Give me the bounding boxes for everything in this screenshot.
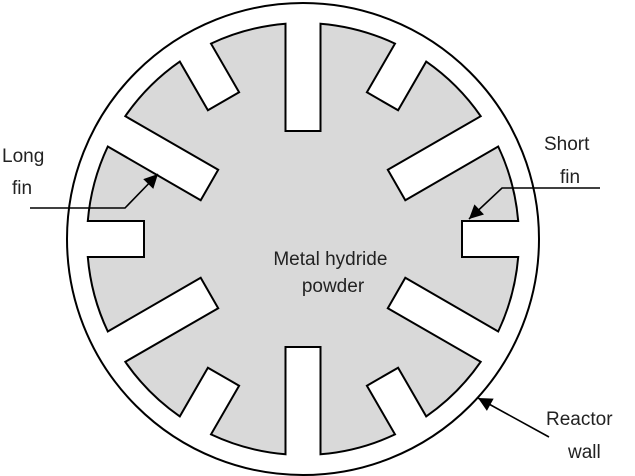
long-fin-label: Long fin — [2, 146, 50, 199]
short-fin-label: Short fin — [544, 134, 595, 188]
reactor-wall-leader-arrow — [477, 397, 550, 438]
powder-label: Metal hydride powder — [273, 249, 392, 297]
long-fin-leader-arrow — [30, 173, 159, 209]
reactor-wall-label: Reactor wall — [546, 409, 618, 463]
short-fin-leader-arrow — [468, 187, 600, 220]
metal-hydride-powder-region — [86, 22, 520, 456]
